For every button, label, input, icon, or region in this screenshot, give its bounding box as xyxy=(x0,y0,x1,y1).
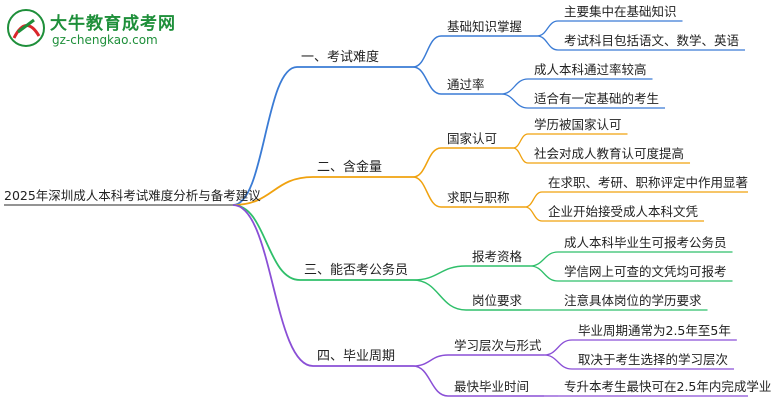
leaf-connector-2-1-2 xyxy=(512,147,529,164)
sub-label-3-1: 报考资格 xyxy=(472,249,523,264)
leaf-label-2-1-1: 学历被国家认可 xyxy=(534,117,622,132)
leaf-label-2-2-2: 企业开始接受成人本科文凭 xyxy=(548,204,699,219)
sub-connector-2-2 xyxy=(412,176,442,208)
leaf-label-3-1-2: 学信网上可查的文凭均可报考 xyxy=(564,264,727,279)
logo-title: 大牛教育成考网 xyxy=(50,14,176,34)
sub-label-4-1: 学习层次与形式 xyxy=(454,338,542,353)
sub-connector-1-2 xyxy=(412,66,442,95)
root-topic: 2025年深圳成人本科考试难度分析与备考建议 xyxy=(4,188,261,203)
leaf-label-1-1-2: 考试科目包括语文、数学、英语 xyxy=(564,33,740,48)
branch-label-1: 一、考试难度 xyxy=(301,50,380,65)
leaf-label-1-2-2: 适合有一定基础的考生 xyxy=(534,91,660,106)
leaf-connector-2-1-1 xyxy=(512,133,529,149)
leaf-label-1-1-1: 主要集中在基础知识 xyxy=(564,4,677,19)
leaf-connector-2-2-1 xyxy=(524,191,543,208)
leaf-label-1-2-1: 成人本科通过率较高 xyxy=(534,62,647,77)
sub-label-1-1: 基础知识掌握 xyxy=(447,19,523,34)
leaf-connector-1-2-2 xyxy=(500,93,529,109)
sub-label-4-2: 最快毕业时间 xyxy=(454,379,530,394)
branch-label-4: 四、毕业周期 xyxy=(317,349,396,364)
branch-connector-3 xyxy=(232,204,301,281)
sub-label-2-1: 国家认可 xyxy=(447,131,498,146)
branch-connector-2 xyxy=(232,176,314,206)
branch-connector-4 xyxy=(232,204,314,367)
logo-url: gz-chengkao.com xyxy=(52,33,158,47)
branch-label-3: 三、能否考公务员 xyxy=(304,263,409,278)
sub-connector-3-2 xyxy=(412,279,467,311)
leaf-label-3-1-1: 成人本科毕业生可报考公务员 xyxy=(564,235,727,250)
leaf-connector-1-2-1 xyxy=(500,78,529,95)
leaf-connector-4-1-1 xyxy=(543,339,573,356)
sub-connector-2-1 xyxy=(412,147,442,178)
sub-label-2-2: 求职与职称 xyxy=(447,190,510,205)
leaf-connector-3-1-2 xyxy=(529,265,559,282)
sub-connector-1-1 xyxy=(412,35,442,68)
leaf-connector-1-1-1 xyxy=(536,20,559,37)
leaf-connector-2-2-2 xyxy=(524,206,543,222)
leaf-label-4-1-2: 取决于考生选择的学习层次 xyxy=(578,352,729,367)
branch-connector-1 xyxy=(232,66,298,206)
sub-connector-4-2 xyxy=(412,365,449,397)
leaf-label-3-2-1: 注意具体岗位的学历要求 xyxy=(564,293,702,308)
sub-label-1-2: 通过率 xyxy=(447,77,485,92)
leaf-label-2-1-2: 社会对成人教育认可度提高 xyxy=(534,146,685,161)
logo-badge-icon xyxy=(7,9,45,47)
mindmap-connectors xyxy=(4,20,748,397)
leaf-label-2-2-1: 在求职、考研、职称评定中作用显著 xyxy=(548,175,749,190)
sub-label-3-2: 岗位要求 xyxy=(472,293,523,308)
leaf-label-4-2-1: 专升本考生最快可在2.5年内完成学业 xyxy=(564,379,771,394)
branch-label-2: 二、含金量 xyxy=(317,160,383,175)
leaf-label-4-1-1: 毕业周期通常为2.5年至5年 xyxy=(578,323,731,338)
site-logo[interactable]: 大牛教育成考网 gz-chengkao.com xyxy=(6,6,176,52)
sub-connector-4-1 xyxy=(412,354,449,367)
leaf-connector-3-1-1 xyxy=(529,251,559,267)
sub-connector-3-1 xyxy=(412,265,467,281)
leaf-connector-1-1-2 xyxy=(536,35,559,51)
leaf-connector-4-1-2 xyxy=(543,354,573,370)
